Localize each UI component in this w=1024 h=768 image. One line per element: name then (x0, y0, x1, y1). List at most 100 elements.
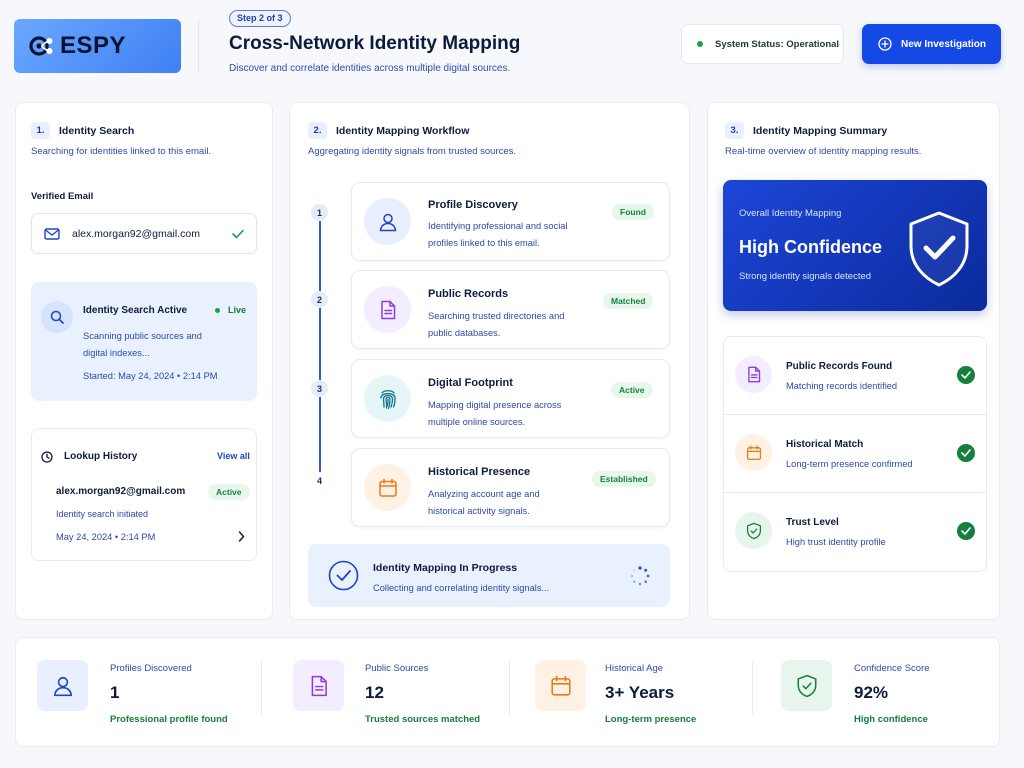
search-active-desc-line1: Scanning public sources and (83, 331, 202, 341)
user-icon (53, 676, 72, 696)
logo-text: ESPY (60, 32, 127, 59)
stat-icon-wrap (293, 660, 344, 711)
section-title: Identity Mapping Workflow (336, 124, 470, 137)
section-number: 2. (308, 122, 327, 139)
live-label: Live (228, 305, 247, 315)
section-header: 2. Identity Mapping Workflow (308, 122, 469, 139)
stat-value: 3+ Years (605, 683, 675, 702)
workflow-step-digital-footprint[interactable]: Digital Footprint Mapping digital presen… (351, 359, 670, 438)
mapping-progress-banner: Identity Mapping In Progress Collecting … (308, 544, 670, 607)
step-icon-wrap (364, 198, 411, 245)
step-desc-line1: Analyzing account age and (428, 489, 540, 499)
row-sub: High trust identity profile (786, 537, 886, 547)
workflow-step-historical-presence[interactable]: Historical Presence Analyzing account ag… (351, 448, 670, 527)
verified-email-label: Verified Email (31, 191, 94, 202)
step-desc-line2: historical activity signals. (428, 506, 530, 516)
hero-sub: Strong identity signals detected (739, 271, 872, 282)
stat-label: Historical Age (605, 663, 664, 674)
check-icon (232, 229, 244, 238)
hero-label: Overall Identity Mapping (739, 208, 842, 219)
stat-label: Confidence Score (854, 663, 930, 674)
loading-spinner-icon (631, 566, 650, 586)
search-active-desc-line2: digital indexes... (83, 348, 150, 358)
workflow-step-profile-discovery[interactable]: Profile Discovery Identifying profession… (351, 182, 670, 261)
shield-check-icon (797, 674, 816, 697)
stat-foot: Trusted sources matched (365, 714, 481, 725)
check-circle-icon (328, 560, 359, 591)
timeline-line (319, 221, 321, 489)
section-subtitle: Real-time overview of identity mapping r… (725, 146, 922, 157)
stat-public-sources: Public Sources 12 Trusted sources matche… (365, 663, 480, 725)
search-icon (50, 310, 64, 324)
stat-label: Profiles Discovered (110, 663, 192, 674)
step-title: Historical Presence (428, 466, 531, 478)
calendar-icon (746, 445, 761, 460)
step-icon-wrap (364, 464, 411, 511)
history-status-badge: Active (208, 484, 250, 500)
stat-icon-wrap (535, 660, 586, 711)
section-title: Identity Mapping Summary (753, 124, 888, 137)
view-all-link[interactable]: View all (217, 451, 250, 461)
live-dot-icon (215, 307, 220, 313)
summary-panel: 3. Identity Mapping Summary Real-time ov… (707, 102, 1000, 620)
history-email[interactable]: alex.morgan92@gmail.com (56, 486, 186, 497)
identity-search-panel: 1. Identity Search Searching for identit… (15, 102, 273, 620)
document-icon (311, 675, 327, 696)
stat-value: 1 (110, 683, 120, 702)
shield-check-icon (746, 522, 761, 539)
identity-search-active-card: Identity Search Active Live Scanning pub… (31, 282, 257, 401)
row-title: Trust Level (786, 517, 839, 528)
section-number: 1. (31, 122, 50, 139)
row-icon-wrap (735, 356, 772, 393)
stat-profiles-discovered: Profiles Discovered 1 Professional profi… (110, 663, 228, 725)
page-title: Cross-Network Identity Mapping (229, 33, 521, 54)
stat-icon-wrap (37, 660, 88, 711)
summary-row-public-records[interactable]: Public Records Found Matching records id… (724, 337, 986, 415)
section-number: 3. (725, 122, 744, 139)
page-subtitle: Discover and correlate identities across… (229, 63, 511, 74)
step-desc-line1: Identifying professional and social (428, 221, 568, 231)
step-desc-line1: Mapping digital presence across (428, 400, 562, 410)
clock-icon (41, 451, 53, 463)
verified-email-field[interactable]: alex.morgan92@gmail.com (31, 213, 257, 254)
step-number-3: 3 (311, 380, 328, 397)
step-desc: Searching trusted directories and public… (428, 308, 564, 342)
row-sub: Long-term presence confirmed (786, 459, 913, 469)
row-icon-wrap (735, 512, 772, 549)
search-active-desc: Scanning public sources and digital inde… (83, 328, 202, 362)
user-icon (379, 213, 396, 231)
step-desc: Analyzing account age and historical act… (428, 486, 540, 520)
stat-foot: Long-term presence (605, 714, 697, 725)
row-title: Public Records Found (786, 361, 893, 372)
stat-value: 12 (365, 683, 384, 702)
chevron-right-icon[interactable] (238, 531, 245, 542)
summary-row-historical-match[interactable]: Historical Match Long-term presence conf… (724, 415, 986, 493)
step-desc-line2: profiles linked to this email. (428, 238, 540, 248)
workflow-step-public-records[interactable]: Public Records Searching trusted directo… (351, 270, 670, 349)
step-desc: Identifying professional and social prof… (428, 218, 568, 252)
summary-row-trust-level[interactable]: Trust Level High trust identity profile (724, 493, 986, 571)
step-icon-wrap (364, 375, 411, 422)
stat-icon-wrap (781, 660, 832, 711)
row-text: Public Records Found Matching records id… (786, 361, 897, 391)
step-badge: Step 2 of 3 (229, 10, 291, 27)
status-dot-icon (697, 41, 703, 47)
lookup-history-card: Lookup History View all alex.morgan92@gm… (31, 428, 257, 561)
system-status-text: System Status: Operational (715, 38, 840, 50)
section-subtitle: Searching for identities linked to this … (31, 146, 212, 157)
step-status-badge: Active (611, 382, 653, 398)
hero-value: High Confidence (739, 237, 882, 257)
confidence-hero-card: Overall Identity Mapping High Confidence… (723, 180, 987, 311)
row-check-icon (957, 366, 975, 384)
section-title: Identity Search (59, 124, 135, 137)
step-number-2: 2 (311, 291, 328, 308)
section-header: 3. Identity Mapping Summary (725, 122, 887, 139)
summary-list: Public Records Found Matching records id… (723, 336, 987, 572)
brand-logo[interactable]: ESPY (14, 19, 181, 73)
new-investigation-button[interactable]: New Investigation (862, 24, 1001, 64)
step-status-badge: Matched (603, 293, 654, 309)
mail-icon (44, 227, 60, 240)
header-divider (198, 20, 199, 72)
logo-mark-icon (29, 36, 53, 56)
step-desc: Mapping digital presence across multiple… (428, 397, 561, 431)
